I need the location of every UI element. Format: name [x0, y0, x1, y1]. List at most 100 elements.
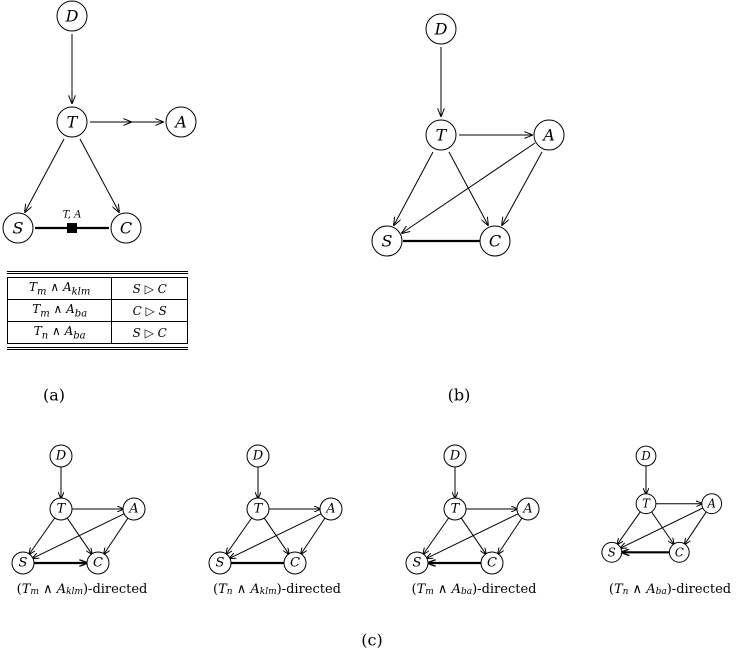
node-a-a: A: [165, 106, 197, 138]
rule-condition: Tn ∧ Aba: [6, 321, 113, 344]
panel-c: D T A S C (Tm ∧ Aklm)-directed D T A S C (Tn ∧ Aklm…: [11, 444, 731, 598]
node-s: S: [405, 551, 429, 575]
node-a-d: D: [56, 0, 88, 32]
edge-t-s: [226, 517, 253, 554]
node-s-label: S: [216, 556, 225, 571]
node-a: A: [701, 493, 723, 515]
factor-label: T, A: [63, 210, 82, 221]
edge-b-a-s: [402, 142, 536, 233]
edge-b-t-s: [394, 151, 434, 225]
node-s-label: S: [413, 556, 422, 571]
node-a-s: S: [2, 212, 34, 244]
node-t-label: T: [451, 502, 461, 517]
node-t-label: T: [57, 502, 67, 517]
edge-a-s: [33, 513, 125, 558]
node-b-d: D: [425, 13, 457, 45]
node-d-label: D: [252, 449, 264, 464]
cond-2: Tn ∧ Aba: [33, 323, 86, 342]
node-a-label: A: [706, 497, 715, 511]
node-a: A: [319, 497, 343, 521]
subgraph-1: D T A S C (Tn ∧ Aklm)-directed: [208, 444, 343, 598]
node-a: A: [516, 497, 540, 521]
edge-a-s: [621, 507, 704, 548]
node-t: T: [635, 493, 657, 515]
edge-a-s: [427, 513, 519, 558]
panel-a: T, A D T A S C (a): [2, 0, 197, 405]
node-t: T: [443, 497, 467, 521]
edge-a-s: [230, 513, 322, 558]
rule-order: C ▷ S: [111, 299, 188, 322]
node-b-c: C: [479, 225, 511, 257]
node-c: C: [283, 551, 307, 575]
node-c: C: [480, 551, 504, 575]
node-c-label: C: [290, 556, 300, 571]
edge-a-c: [301, 517, 326, 554]
subgraph-caption: (Tn ∧ Aklm)-directed: [213, 582, 341, 598]
node-d-label: D: [640, 449, 651, 463]
node-b-d-label: D: [434, 20, 448, 39]
node-b-t-label: T: [436, 126, 448, 145]
edge-b-a-c: [502, 151, 543, 225]
node-a-d-label: D: [65, 7, 79, 26]
subgraph-caption: (Tn ∧ Aba)-directed: [609, 582, 731, 598]
edge-t-s: [25, 138, 65, 212]
node-a-c: C: [110, 212, 142, 244]
panel-b: D T A S C (b): [371, 13, 565, 405]
rule-row: Tm ∧ Aba C ▷ S: [6, 299, 188, 322]
edge-t-s: [617, 511, 641, 544]
node-b-t: T: [425, 119, 457, 151]
cond-1: Tm ∧ Aba: [32, 301, 88, 320]
node-c-label: C: [93, 556, 103, 571]
edge-t-c: [79, 138, 119, 212]
node-a-label: A: [522, 502, 532, 517]
node-b-c-label: C: [489, 232, 501, 251]
node-c-label: C: [675, 545, 684, 559]
rule-row: Tm ∧ Aklm S ▷ C: [6, 277, 188, 300]
edge-a-c: [498, 517, 523, 554]
subgraph-caption: (Tm ∧ Aklm)-directed: [17, 582, 148, 598]
subgraph-caption: (Tm ∧ Aba)-directed: [412, 582, 537, 598]
node-c: C: [668, 541, 690, 563]
node-d: D: [443, 444, 467, 468]
node-a: A: [122, 497, 146, 521]
rule-order: S ▷ C: [111, 277, 188, 300]
node-a-c-label: C: [120, 219, 132, 238]
node-b-a-label: A: [541, 126, 555, 145]
rule-order: S ▷ C: [111, 321, 188, 344]
node-a-s-label: S: [13, 219, 24, 238]
node-s: S: [208, 551, 232, 575]
node-d: D: [635, 445, 657, 467]
node-c: C: [86, 551, 110, 575]
node-b-s-label: S: [382, 232, 393, 251]
node-a-label: A: [128, 502, 138, 517]
node-s-label: S: [19, 556, 28, 571]
node-t: T: [246, 497, 270, 521]
subgraph-0: D T A S C (Tm ∧ Aklm)-directed: [11, 444, 148, 598]
caption-c: (c): [361, 631, 382, 650]
edge-a-c: [685, 511, 707, 544]
rule-condition: Tm ∧ Aba: [6, 299, 113, 322]
node-d: D: [49, 444, 73, 468]
node-c-label: C: [487, 556, 497, 571]
factor-node: [67, 223, 77, 233]
node-s: S: [11, 551, 35, 575]
node-d: D: [246, 444, 270, 468]
rule-condition: Tm ∧ Aklm: [6, 277, 113, 300]
node-b-a: A: [533, 119, 565, 151]
cond-0: Tm ∧ Aklm: [29, 279, 91, 298]
edge-t-s: [29, 517, 56, 554]
edge-a-c: [104, 517, 129, 554]
subgraph-3: D T A S C (Tn ∧ Aba)-directed: [601, 445, 731, 598]
node-s-label: S: [608, 545, 616, 559]
node-t-label: T: [254, 502, 264, 517]
node-a-a-label: A: [173, 113, 187, 132]
node-a-t-label: T: [67, 113, 79, 132]
caption-b: (b): [448, 386, 471, 405]
node-d-label: D: [449, 449, 461, 464]
subgraph-2: D T A S C (Tm ∧ Aba)-directed: [405, 444, 540, 598]
rule-table: Tm ∧ Aklm S ▷ C Tm ∧ Aba C ▷ S Tn ∧ Aba …: [6, 271, 188, 350]
node-b-s: S: [371, 225, 403, 257]
caption-a: (a): [43, 386, 65, 405]
rule-row: Tn ∧ Aba S ▷ C: [6, 321, 188, 344]
node-a-t: T: [56, 106, 88, 138]
